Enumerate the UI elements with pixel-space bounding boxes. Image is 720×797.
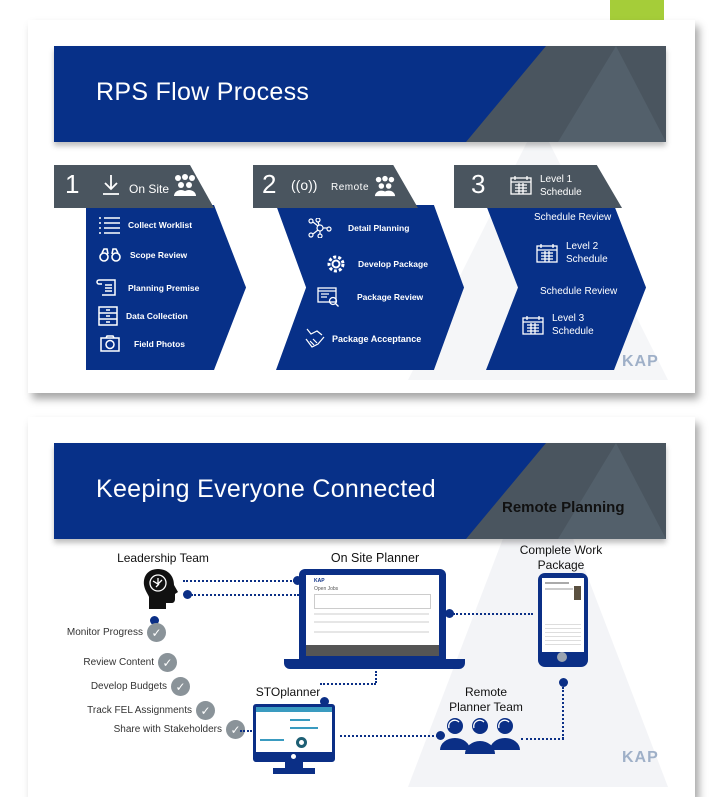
network-icon — [308, 218, 332, 238]
calendar-icon — [522, 316, 544, 335]
accent-tab — [610, 0, 664, 22]
remote-team-label-line1: Remote — [464, 685, 508, 699]
step-number: 1 — [65, 169, 80, 199]
list-item: Package Review — [317, 287, 423, 307]
list-icon — [99, 217, 120, 234]
list-item: Develop Package — [326, 254, 428, 274]
checklist-item: Track FEL Assignments✓ — [87, 701, 215, 720]
checklist-item: Develop Budgets✓ — [91, 677, 190, 696]
checklist-item: Share with Stakeholders✓ — [114, 720, 245, 739]
on-site-planner-label: On Site Planner — [330, 551, 420, 565]
slide-subtitle: Remote Planning — [502, 499, 625, 516]
broadcast-icon: ((o)) — [291, 177, 318, 193]
check-icon: ✓ — [226, 720, 245, 739]
check-icon: ✓ — [171, 677, 190, 696]
slide-title: RPS Flow Process — [96, 78, 310, 106]
list-item: Schedule Review — [534, 212, 612, 223]
checklist-item: Review Content✓ — [83, 653, 177, 672]
camera-icon — [100, 335, 120, 352]
document-search-icon — [317, 287, 339, 307]
calendar-icon — [510, 176, 532, 195]
brain-head-icon — [143, 569, 178, 609]
phone-screen — [542, 578, 584, 652]
download-icon — [103, 175, 119, 195]
stoplanner-label: STOplanner — [255, 685, 321, 699]
step-number: 2 — [262, 169, 277, 199]
calendar-icon — [536, 244, 558, 263]
headset-team-icon — [440, 718, 520, 754]
team-icon — [374, 175, 396, 197]
screen-heading: Open Jobs — [314, 586, 339, 592]
binoculars-icon — [99, 248, 121, 262]
list-item: Detail Planning — [308, 218, 409, 238]
package-label-line1: Complete Work — [519, 543, 603, 557]
step-label-line1: Level 1 — [540, 174, 573, 185]
step-label: Remote — [331, 182, 370, 193]
step-2-panel — [276, 205, 464, 370]
slide-keeping-connected: Keeping Everyone Connected Remote Planni… — [28, 417, 695, 797]
step-label: On Site — [129, 182, 170, 196]
slide-title: Keeping Everyone Connected — [96, 475, 436, 503]
package-label-line2: Package — [537, 558, 585, 572]
remote-team-label-line2: Planner Team — [449, 700, 523, 714]
laptop-icon: KAP Open Jobs — [299, 569, 446, 659]
step-1-header: 1 On Site — [54, 165, 214, 208]
list-item: Package Acceptance — [304, 327, 421, 351]
laptop-base — [284, 659, 465, 669]
check-icon: ✓ — [196, 701, 215, 720]
title-banner: RPS Flow Process — [54, 46, 666, 142]
list-item: Data Collection — [98, 306, 188, 326]
list-item: Scope Review — [98, 248, 187, 262]
list-item: Planning Premise — [96, 278, 199, 298]
team-icon — [174, 174, 196, 196]
scroll-icon — [96, 279, 116, 296]
kap-logo: KAP — [622, 749, 659, 766]
gear-icon — [327, 255, 345, 273]
check-icon: ✓ — [158, 653, 177, 672]
step-3-header: 3 Level 1 Schedule — [454, 165, 622, 208]
step-label-line2: Schedule — [540, 187, 582, 198]
list-item: Schedule Review — [540, 286, 618, 297]
step-number: 3 — [471, 169, 486, 199]
step-2-header: 2 ((o)) Remote — [253, 165, 418, 208]
laptop-screen: KAP Open Jobs — [306, 575, 439, 656]
list-item: Field Photos — [100, 335, 185, 352]
leadership-team-label: Leadership Team — [117, 551, 209, 565]
handshake-icon — [305, 328, 325, 348]
title-banner: Keeping Everyone Connected Remote Planni… — [54, 443, 666, 539]
cabinet-icon — [98, 306, 118, 326]
phone-icon — [538, 573, 588, 667]
check-icon: ✓ — [147, 623, 166, 642]
checklist-item: Monitor Progress✓ — [67, 623, 166, 642]
monitor-icon — [253, 704, 335, 762]
list-item: Collect Worklist — [98, 216, 192, 234]
kap-logo: KAP — [622, 353, 659, 370]
dashboard-screen — [256, 707, 332, 752]
slide-rps-flow-process: RPS Flow Process 1 On Site Collect Workl… — [28, 20, 695, 393]
